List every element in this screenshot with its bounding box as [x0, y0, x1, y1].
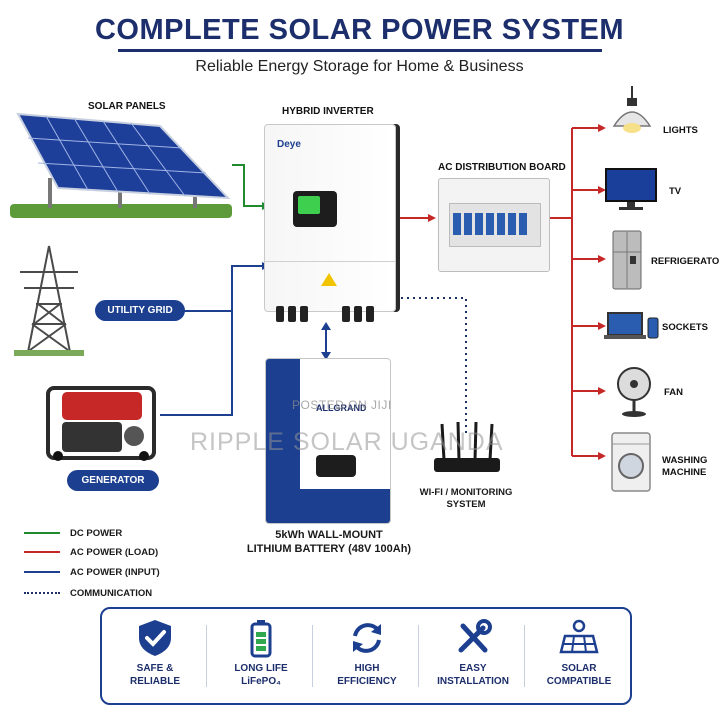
cycle-arrows-icon	[353, 623, 381, 653]
legend-ac-load: AC POWER (LOAD)	[24, 544, 158, 560]
load-label-fan: FAN	[664, 387, 683, 398]
light-bulb-icon	[612, 86, 652, 133]
title-underline	[118, 49, 602, 52]
generator-icon	[46, 386, 156, 461]
feature-safe-reliable: SAFE &RELIABLE	[102, 612, 208, 700]
load-label-tv: TV	[669, 186, 682, 197]
generator-input-line	[160, 311, 233, 416]
laptop-phone-icon	[604, 312, 659, 339]
tools-icon	[458, 619, 492, 653]
hybrid-inverter: Deye	[264, 124, 396, 312]
solar-panels-icon	[10, 112, 232, 218]
wifi-router-icon	[434, 421, 500, 472]
fan-icon	[617, 367, 651, 417]
grid-input-line	[165, 265, 262, 312]
wifi-label: WI-FI / MONITORING SYSTEM	[419, 487, 513, 510]
page-subtitle: Reliable Energy Storage for Home & Busin…	[195, 58, 524, 75]
battery-unit: ALLGRAND	[265, 358, 391, 524]
load-label-lights: LIGHTS	[663, 125, 698, 136]
warning-icon	[321, 273, 337, 286]
battery-label: 5kWh WALL-MOUNT LITHIUM BATTERY (48V 100…	[246, 529, 412, 555]
dc-power-line	[232, 164, 262, 207]
inverter-display	[293, 191, 337, 227]
legend-ac-input: AC POWER (INPUT)	[24, 564, 160, 580]
generator-badge: GENERATOR	[67, 470, 159, 491]
page-title: COMPLETE SOLAR POWER SYSTEM	[94, 14, 625, 46]
shield-check-icon	[139, 620, 171, 656]
refrigerator-icon	[612, 230, 642, 290]
washing-machine-icon	[611, 432, 651, 492]
legend-communication: COMMUNICATION	[24, 585, 152, 601]
solar-panels-label: SOLAR PANELS	[88, 101, 166, 112]
features-panel	[100, 607, 632, 705]
watermark-ripple-solar: RIPPLE SOLAR UGANDA	[190, 428, 504, 456]
load-label-refrigerator: REFRIGERATOR	[651, 256, 719, 267]
communication-line	[395, 297, 467, 435]
hybrid-inverter-label: HYBRID INVERTER	[282, 106, 374, 117]
battery-display	[316, 455, 356, 477]
load-label-sockets: SOCKETS	[662, 322, 708, 333]
legend-dc-power: DC POWER	[24, 525, 122, 541]
inverter-terminals	[276, 306, 374, 322]
solar-panel-icon	[559, 619, 599, 654]
utility-grid-tower-icon	[14, 245, 84, 356]
load-label-washing-machine: WASHING MACHINE	[662, 455, 708, 478]
ac-distribution-board	[438, 178, 550, 272]
ac-board-label: AC DISTRIBUTION BOARD	[438, 162, 566, 173]
watermark-jiji: POSTED ON JIJI	[292, 398, 392, 412]
tv-icon	[605, 168, 657, 210]
inverter-brand: Deye	[277, 139, 301, 150]
battery-icon	[250, 620, 272, 658]
battery-brand: ALLGRAND	[316, 403, 367, 413]
utility-grid-badge: UTILITY GRID	[95, 300, 185, 321]
